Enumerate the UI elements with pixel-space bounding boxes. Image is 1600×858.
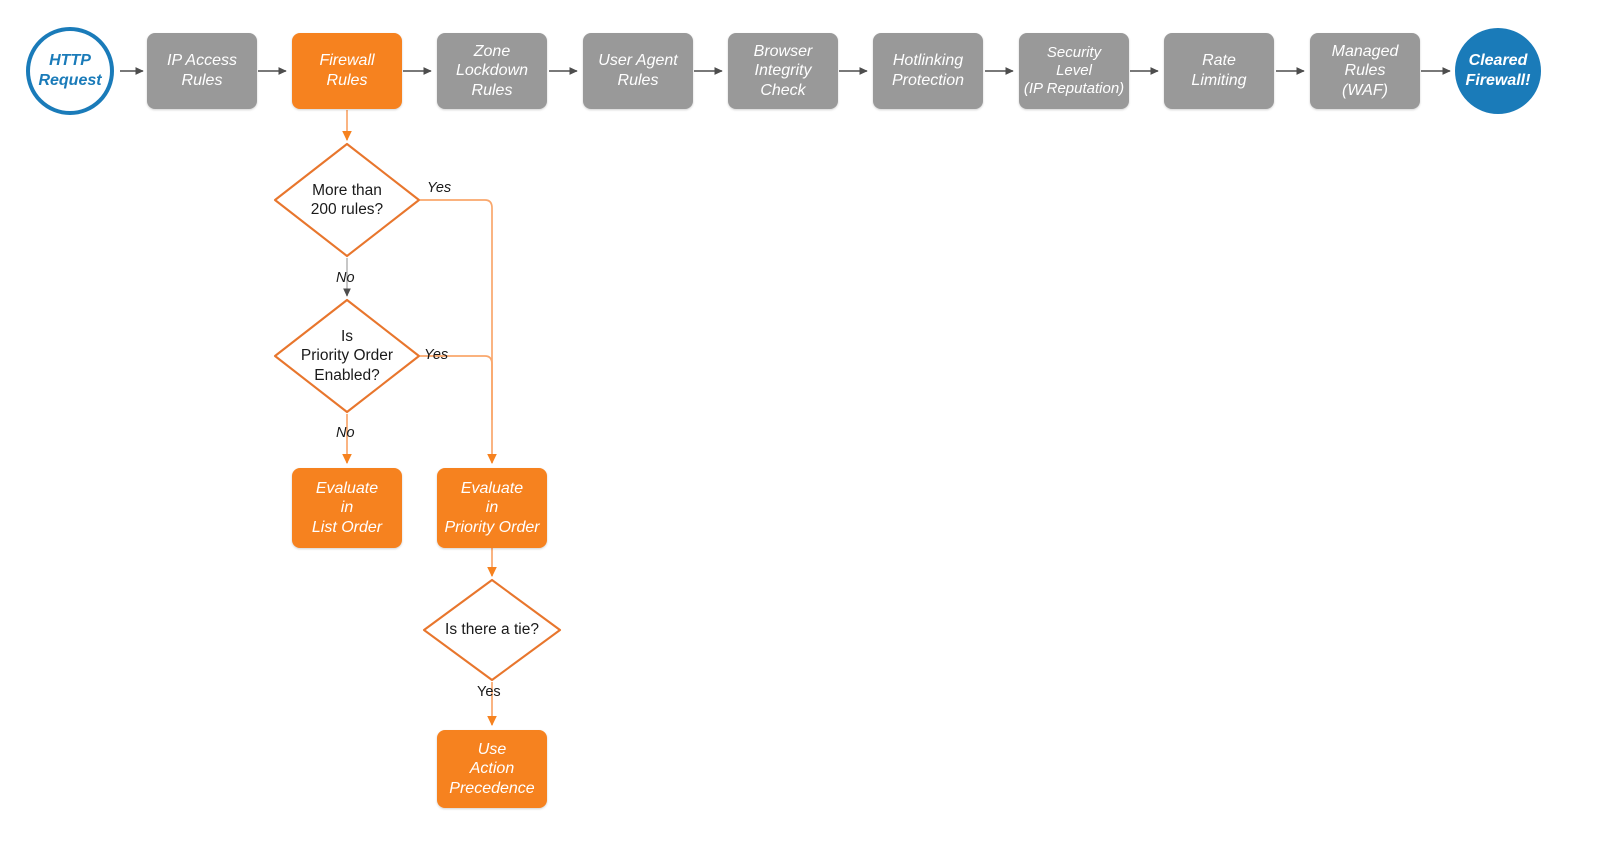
node-firewall-rules[interactable]: Firewall Rules — [292, 33, 402, 109]
edge-d1-yes-to-priority-order — [420, 199, 497, 464]
decision-is-priority-order-enabled[interactable]: Is Priority Order Enabled? — [272, 320, 422, 392]
node-use-action-precedence[interactable]: Use Action Precedence — [437, 730, 547, 808]
edge-label-d1-yes-text: Yes — [427, 180, 452, 196]
node-rate-limiting[interactable]: Rate Limiting — [1164, 33, 1274, 109]
node-user-agent-rules-label: User Agent Rules — [598, 52, 678, 89]
node-browser-integrity-check[interactable]: Browser Integrity Check — [728, 33, 838, 109]
edge-label-d1-no-text: No — [336, 270, 355, 286]
edge-label-d3-yes: Yes — [477, 684, 501, 700]
node-cleared-firewall[interactable]: Cleared Firewall! — [1455, 28, 1541, 114]
node-zone-lockdown-rules[interactable]: Zone Lockdown Rules — [437, 33, 547, 109]
edge-label-d1-no: No — [336, 270, 355, 286]
node-hotlinking-protection[interactable]: Hotlinking Protection — [873, 33, 983, 109]
node-managed-rules-waf[interactable]: Managed Rules (WAF) — [1310, 33, 1420, 109]
node-use-action-precedence-label: Use Action Precedence — [449, 740, 535, 797]
node-cleared-firewall-label: Cleared Firewall! — [1465, 52, 1531, 89]
node-zone-lockdown-rules-label: Zone Lockdown Rules — [455, 42, 529, 99]
decision-is-priority-order-enabled-label: Is Priority Order Enabled? — [300, 327, 394, 384]
node-evaluate-in-list-order[interactable]: Evaluate in List Order — [292, 468, 402, 548]
edge-label-d1-yes: Yes — [427, 180, 451, 196]
node-ip-access-rules-label: IP Access Rules — [167, 52, 237, 89]
decision-more-than-200-rules-label: More than 200 rules? — [310, 181, 384, 218]
edge-label-d2-no: No — [336, 425, 355, 441]
decision-is-there-a-tie[interactable]: Is there a tie? — [422, 616, 562, 644]
edge-label-d2-yes-text: Yes — [424, 347, 449, 363]
node-evaluate-in-priority-order[interactable]: Evaluate in Priority Order — [437, 468, 547, 548]
node-http-request-label: HTTP Request — [38, 52, 102, 89]
edge-label-d2-no-text: No — [336, 425, 355, 441]
decision-is-there-a-tie-label: Is there a tie? — [445, 621, 539, 639]
node-rate-limiting-label: Rate Limiting — [1191, 52, 1247, 89]
edge-d2-yes-to-priority-order — [420, 355, 493, 420]
node-security-level-label: Security Level (IP Reputation) — [1023, 43, 1125, 98]
node-browser-integrity-check-label: Browser Integrity Check — [753, 42, 813, 99]
node-user-agent-rules[interactable]: User Agent Rules — [583, 33, 693, 109]
node-http-request[interactable]: HTTP Request — [26, 27, 114, 115]
node-evaluate-in-priority-order-label: Evaluate in Priority Order — [444, 479, 540, 536]
node-managed-rules-waf-label: Managed Rules (WAF) — [1331, 42, 1399, 99]
decision-more-than-200-rules[interactable]: More than 200 rules? — [277, 172, 417, 228]
edge-label-d2-yes: Yes — [424, 347, 448, 363]
node-firewall-rules-label: Firewall Rules — [319, 52, 375, 89]
node-hotlinking-protection-label: Hotlinking Protection — [891, 52, 965, 89]
node-evaluate-in-list-order-label: Evaluate in List Order — [311, 479, 383, 536]
edge-label-d3-yes-text: Yes — [477, 684, 501, 700]
node-ip-access-rules[interactable]: IP Access Rules — [147, 33, 257, 109]
node-security-level[interactable]: Security Level (IP Reputation) — [1019, 33, 1129, 109]
